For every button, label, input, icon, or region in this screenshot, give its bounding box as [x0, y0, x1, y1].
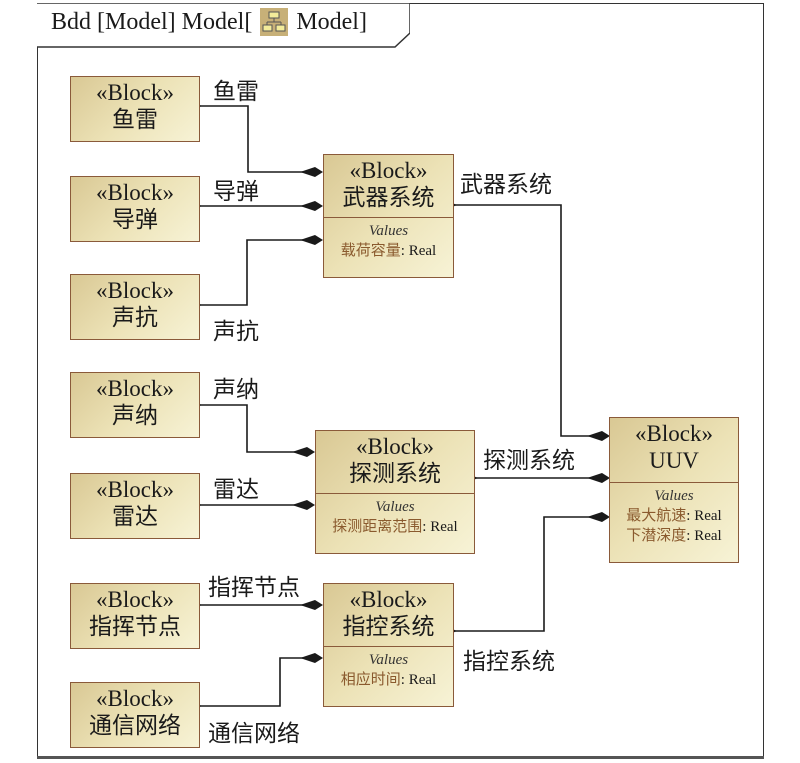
package-diagram-icon [260, 8, 289, 36]
block-shengkang[interactable]: «Block» 声抗 [70, 274, 200, 340]
block-tance[interactable]: «Block» 探测系统 Values 探测距离范围: Real [315, 430, 475, 554]
block-name: 声抗 [112, 305, 158, 330]
edge-label: 探测系统 [483, 448, 575, 474]
block-leida[interactable]: «Block» 雷达 [70, 473, 200, 539]
edge-label: 声抗 [213, 319, 259, 345]
property: 相应时间: Real [340, 672, 437, 688]
block-stereotype: «Block» [96, 686, 174, 711]
title-suffix: Model] [296, 8, 367, 35]
block-name: 鱼雷 [112, 107, 158, 132]
composition-diamond [300, 235, 323, 245]
block-stereotype: «Block» [96, 278, 174, 303]
block-tongxinwangluo[interactable]: «Block» 通信网络 [70, 682, 200, 748]
edge-label: 鱼雷 [213, 79, 259, 105]
block-zhikong[interactable]: «Block» 指控系统 Values 相应时间: Real [323, 583, 454, 707]
block-stereotype: «Block» [96, 477, 174, 502]
edge-uuv-wuqi [443, 199, 592, 437]
property: 载荷容量: Real [340, 243, 437, 259]
composition-diamond [587, 431, 610, 441]
edge-tance-shengna [188, 399, 300, 453]
values-compartment: Values 探测距离范围: Real [316, 493, 474, 537]
edge-label: 声纳 [213, 377, 259, 403]
values-label: Values [654, 488, 694, 504]
edge-label: 导弹 [213, 179, 259, 205]
property: 下潜深度: Real [626, 528, 722, 544]
values-label: Values [375, 499, 415, 515]
values-compartment: Values 载荷容量: Real [324, 217, 453, 261]
block-daodan[interactable]: «Block» 导弹 [70, 176, 200, 242]
block-stereotype: «Block» [96, 587, 174, 612]
block-shengna[interactable]: «Block» 声纳 [70, 372, 200, 438]
block-stereotype: «Block» [356, 434, 434, 459]
block-name: 指控系统 [342, 614, 435, 639]
values-compartment: Values 最大航速: Real 下潜深度: Real [610, 482, 738, 546]
composition-diamond [587, 512, 610, 522]
block-yulei[interactable]: «Block» 鱼雷 [70, 76, 200, 142]
block-zhihuijiedian[interactable]: «Block» 指挥节点 [70, 583, 200, 649]
edge-label: 指挥节点 [208, 575, 300, 601]
block-stereotype: «Block» [96, 180, 174, 205]
block-name: 通信网络 [89, 713, 181, 738]
edge-label: 通信网络 [208, 721, 300, 747]
title-tab [37, 3, 410, 48]
property: 最大航速: Real [626, 508, 722, 524]
composition-diamond [300, 653, 323, 663]
block-name: 导弹 [112, 207, 158, 232]
block-name: 探测系统 [349, 461, 441, 486]
block-stereotype: «Block» [349, 587, 428, 612]
composition-diamond [300, 167, 323, 177]
block-uuv[interactable]: «Block» UUV Values 最大航速: Real 下潜深度: Real [609, 417, 739, 563]
property: 探测距离范围: Real [332, 519, 458, 535]
title-prefix: Bdd [Model] Model[ [51, 8, 253, 35]
block-name: 声纳 [112, 403, 158, 428]
block-wuqi[interactable]: «Block» 武器系统 Values 载荷容量: Real [323, 154, 454, 278]
values-label: Values [368, 223, 409, 239]
composition-diamond [300, 201, 323, 211]
block-name: UUV [649, 448, 699, 473]
composition-diamond [587, 473, 610, 483]
edge-uuv-zhikong [443, 516, 592, 637]
values-label: Values [368, 652, 409, 668]
edge-wuqi-shengkang [188, 239, 308, 311]
values-compartment: Values 相应时间: Real [324, 646, 453, 690]
frame-shadow [37, 756, 764, 759]
composition-diamond [300, 600, 323, 610]
edge-label: 武器系统 [460, 172, 552, 198]
block-name: 雷达 [112, 504, 158, 529]
composition-diamond [292, 500, 315, 510]
edge-label: 雷达 [213, 477, 259, 503]
edge-wuqi-yulei [188, 100, 308, 173]
edge-zhikong-tongxin [188, 657, 308, 712]
block-stereotype: «Block» [96, 80, 174, 105]
block-name: 武器系统 [342, 185, 435, 210]
block-stereotype: «Block» [349, 158, 428, 183]
block-stereotype: «Block» [635, 421, 713, 446]
diagram-title: Bdd [Model] Model[ Model] [51, 8, 367, 36]
edge-label: 指控系统 [463, 649, 555, 675]
block-name: 指挥节点 [89, 614, 181, 639]
composition-diamond [292, 447, 315, 457]
block-stereotype: «Block» [96, 376, 174, 401]
